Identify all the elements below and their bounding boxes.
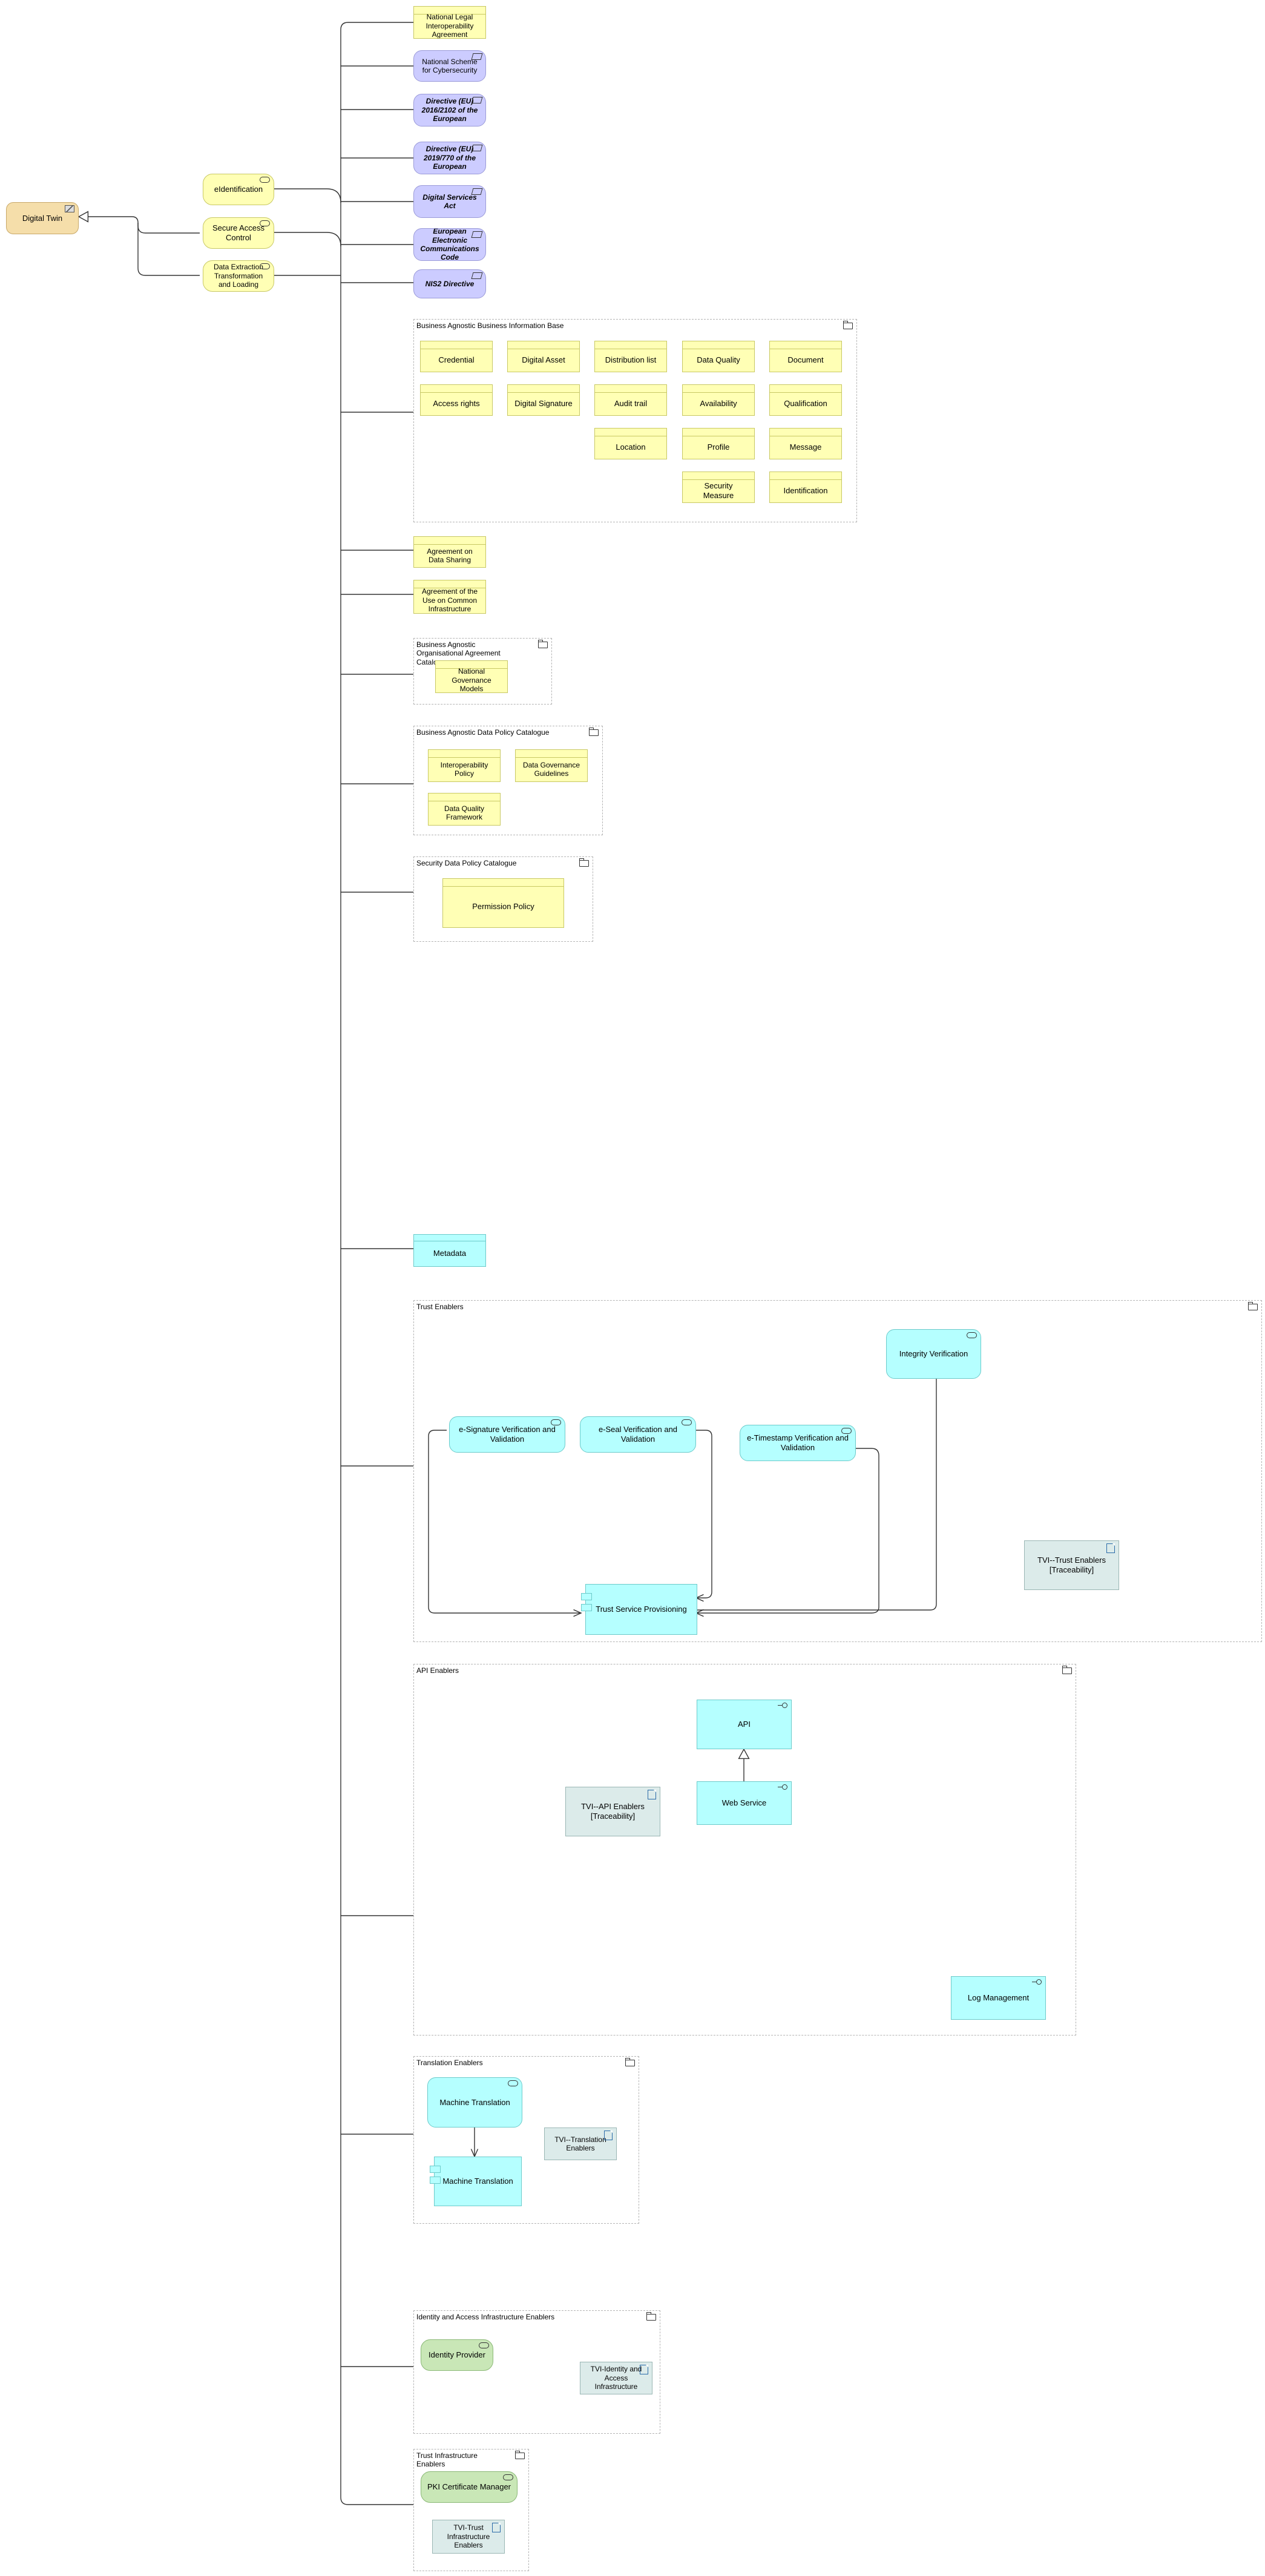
folder-icon <box>1248 1302 1258 1310</box>
component-tab <box>430 2177 441 2184</box>
bib-item-access-rights[interactable]: Access rights <box>420 384 493 416</box>
european-electronic-communications-code[interactable]: European Electronic Communications Code <box>413 228 486 261</box>
api-interface[interactable]: API <box>697 1700 792 1749</box>
application-service-icon <box>967 1332 977 1338</box>
business-service-icon <box>260 263 270 269</box>
group-security-data-policy-catalogue[interactable]: Security Data Policy Catalogue <box>413 856 593 942</box>
folder-icon <box>646 2312 656 2321</box>
artifact-icon <box>640 2365 648 2374</box>
group-data-policy-catalogue[interactable]: Business Agnostic Data Policy Catalogue <box>413 726 603 835</box>
group-trust-enablers[interactable]: Trust Enablers <box>413 1300 1262 1642</box>
bib-item-identification[interactable]: Identification <box>769 472 842 503</box>
application-service-icon <box>508 2080 518 2086</box>
bib-item-digital-asset[interactable]: Digital Asset <box>507 341 580 372</box>
business-service-icon <box>260 220 270 226</box>
business-service-icon <box>260 177 270 183</box>
bib-item-qualification[interactable]: Qualification <box>769 384 842 416</box>
bib-item-credential[interactable]: Credential <box>420 341 493 372</box>
requirement-icon <box>471 231 483 238</box>
tvi-identity-access-infrastructure[interactable]: TVI-Identity and Access Infrastructure <box>580 2362 652 2394</box>
artifact-icon <box>1106 1543 1115 1553</box>
permission-policy[interactable]: Permission Policy <box>442 878 564 928</box>
machine-translation-service[interactable]: Machine Translation <box>427 2077 522 2128</box>
web-service-interface[interactable]: Web Service <box>697 1781 792 1825</box>
folder-icon <box>579 858 589 867</box>
national-legal-interoperability-agreement[interactable]: National Legal Interoperability Agreemen… <box>413 6 486 39</box>
group-identity-access-infrastructure[interactable]: Identity and Access Infrastructure Enabl… <box>413 2310 660 2434</box>
data-governance-guidelines[interactable]: Data Governance Guidelines <box>515 749 588 782</box>
integrity-verification[interactable]: Integrity Verification <box>886 1329 981 1379</box>
tvi-trust-enablers[interactable]: TVI--Trust Enablers [Traceability] <box>1024 1540 1119 1590</box>
bib-item-data-quality[interactable]: Data Quality <box>682 341 755 372</box>
etimestamp-verification[interactable]: e-Timestamp Verification and Validation <box>740 1425 856 1461</box>
national-scheme-cybersecurity[interactable]: National Scheme for Cybersecurity <box>413 50 486 82</box>
digital-twin[interactable]: Digital Twin <box>6 202 79 234</box>
bib-item-security-measure[interactable]: Security Measure <box>682 472 755 503</box>
folder-icon <box>538 640 548 648</box>
metadata[interactable]: Metadata <box>413 1234 486 1267</box>
requirement-icon <box>471 188 483 195</box>
folder-icon <box>843 321 853 329</box>
digital-twin-icon <box>65 205 74 212</box>
group-business-information-base[interactable]: Business Agnostic Business Information B… <box>413 319 857 522</box>
bib-item-message[interactable]: Message <box>769 428 842 459</box>
requirement-icon <box>471 272 483 279</box>
esignature-verification[interactable]: e-Signature Verification and Validation <box>449 1416 565 1453</box>
tvi-trust-infrastructure-enablers[interactable]: TVI-Trust Infrastructure Enablers <box>432 2520 505 2554</box>
secure-access-control-service[interactable]: Secure Access Control <box>203 217 274 249</box>
log-management-interface[interactable]: Log Management <box>951 1976 1046 2020</box>
technology-service-icon <box>503 2474 513 2480</box>
bib-item-distribution-list[interactable]: Distribution list <box>594 341 667 372</box>
interface-icon <box>778 1703 787 1708</box>
pki-certificate-manager[interactable]: PKI Certificate Manager <box>421 2471 518 2503</box>
machine-translation-component[interactable]: Machine Translation <box>430 2157 522 2206</box>
artifact-icon <box>604 2131 613 2140</box>
bib-item-location[interactable]: Location <box>594 428 667 459</box>
application-service-icon <box>551 1419 561 1425</box>
data-etl-service[interactable]: Data Extraction Transformation and Loadi… <box>203 260 274 292</box>
bib-item-document[interactable]: Document <box>769 341 842 372</box>
component-tab <box>581 1604 592 1611</box>
interoperability-policy[interactable]: Interoperability Policy <box>428 749 501 782</box>
national-governance-models[interactable]: National Governance Models <box>435 660 508 693</box>
agreement-common-infrastructure[interactable]: Agreement of the Use on Common Infrastru… <box>413 580 486 614</box>
agreement-data-sharing[interactable]: Agreement on Data Sharing <box>413 536 486 568</box>
bib-item-digital-signature[interactable]: Digital Signature <box>507 384 580 416</box>
application-service-icon <box>682 1419 692 1425</box>
requirement-icon <box>471 53 483 60</box>
folder-icon <box>625 2058 635 2066</box>
tvi-translation-enablers[interactable]: TVI--Translation Enablers <box>544 2128 617 2160</box>
component-tab <box>581 1593 592 1600</box>
digital-services-act[interactable]: Digital Services Act <box>413 185 486 218</box>
group-api-enablers[interactable]: API Enablers <box>413 1664 1076 2036</box>
group-organisational-agreement-catalogue[interactable]: Business Agnostic Organisational Agreeme… <box>413 638 552 705</box>
directive-2016-2102[interactable]: Directive (EU) 2016/2102 of the European <box>413 94 486 126</box>
bib-item-profile[interactable]: Profile <box>682 428 755 459</box>
tvi-api-enablers[interactable]: TVI--API Enablers [Traceability] <box>565 1787 660 1836</box>
component-tab <box>430 2166 441 2173</box>
folder-icon <box>589 728 599 736</box>
interface-icon <box>1032 1979 1042 1985</box>
eidentification-service[interactable]: eIdentification <box>203 174 274 205</box>
bib-item-availability[interactable]: Availability <box>682 384 755 416</box>
group-translation-enablers[interactable]: Translation Enablers <box>413 2056 639 2224</box>
identity-provider[interactable]: Identity Provider <box>421 2339 493 2371</box>
bib-item-audit-trail[interactable]: Audit trail <box>594 384 667 416</box>
application-service-icon <box>841 1428 852 1434</box>
eseal-verification[interactable]: e-Seal Verification and Validation <box>580 1416 696 1453</box>
requirement-icon <box>471 145 483 151</box>
data-quality-framework[interactable]: Data Quality Framework <box>428 793 501 826</box>
artifact-icon <box>648 1790 656 1799</box>
nis2-directive[interactable]: NIS2 Directive <box>413 269 486 298</box>
folder-icon <box>515 2451 525 2459</box>
artifact-icon <box>492 2523 501 2532</box>
interface-icon <box>778 1784 787 1790</box>
trust-service-provisioning[interactable]: Trust Service Provisioning <box>581 1584 697 1635</box>
technology-service-icon <box>479 2342 489 2348</box>
directive-2019-770[interactable]: Directive (EU) 2019/770 of the European <box>413 142 486 174</box>
group-trust-infrastructure-enablers[interactable]: Trust Infrastructure Enablers <box>413 2449 529 2571</box>
requirement-icon <box>471 97 483 104</box>
folder-icon <box>1062 1666 1072 1674</box>
